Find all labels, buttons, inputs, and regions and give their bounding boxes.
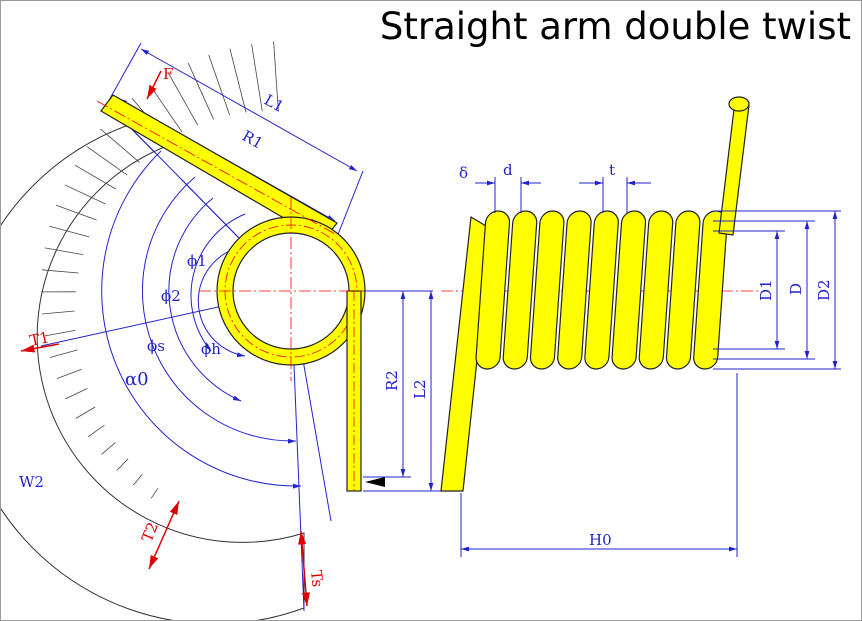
coil-turn [475,210,511,370]
torque-hatch-line [65,388,88,400]
label-t: t [609,161,615,179]
torque-hatch-line [87,424,105,438]
label-D1: D1 [757,279,775,301]
torque-hatch-line [86,146,128,176]
torque-hatch-line [41,269,79,274]
torque-hatch-line [74,164,117,190]
torque-hatch-line [45,330,76,337]
side-view-dimensions [460,177,841,557]
coil-turn [502,210,538,370]
torque-hatch-line [133,473,143,486]
torque-hatch-line [229,48,247,113]
label-W2: W2 [19,473,44,491]
label-L2: L2 [411,379,429,399]
coil-turn [638,210,674,370]
label-d: d [503,161,513,179]
coil-turn [611,210,647,370]
torque-hatch-line [75,406,96,419]
coil-turn [665,210,701,370]
straight-arm [346,290,385,492]
label-F: F [163,65,173,83]
torque-hatch-line [49,349,78,358]
coil-turn [584,210,619,370]
label-D: D [787,283,805,295]
coil-side-view [440,96,750,492]
arm2-dimensions [363,290,441,492]
torque-hatch-line [64,184,106,205]
label-phis: ϕs [147,337,165,355]
label-alpha0: α0 [125,369,149,390]
label-R2: R2 [383,370,401,391]
torque-hatch-line [44,247,84,255]
diagram-title: Straight arm double twist [379,5,851,48]
label-L1: L1 [261,91,287,116]
label-phi2: ϕ2 [161,287,181,305]
torque-hatch-line [187,62,214,120]
coil-turn [529,210,565,370]
label-phih: ϕh [201,340,221,358]
label-R1: R1 [239,127,266,153]
torque-hatch-line [42,310,75,315]
twist-arm [100,94,338,242]
torque-hatch-line [251,44,263,112]
torque-hatch-line [49,225,90,238]
torque-hatch-line [56,204,97,221]
label-Ts: Ts [307,570,327,588]
label-delta: δ [459,164,468,182]
torque-hatch-line [208,54,231,116]
torque-hatch-line [116,458,129,471]
label-T1: T1 [28,328,51,350]
torque-hatch-line [56,368,82,379]
label-T2: T2 [138,520,162,545]
label-phi1: ϕ1 [187,252,207,270]
torque-hatch-line [101,442,116,455]
coil-turn [557,210,592,370]
label-H0: H0 [589,531,612,549]
torque-hatch-line [150,488,159,499]
label-D2: D2 [815,279,833,301]
torque-hatch-line [100,128,140,163]
